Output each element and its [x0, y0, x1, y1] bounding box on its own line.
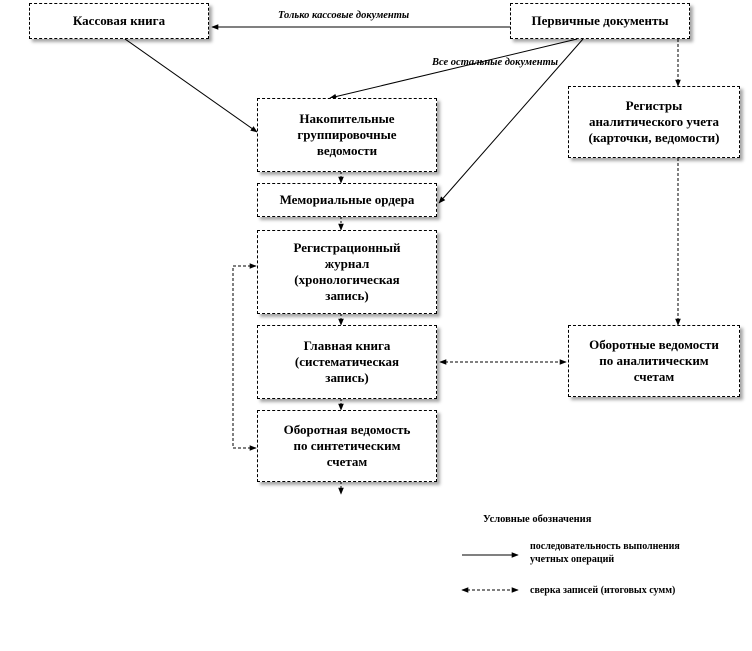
arrow-primary-to-memorial — [438, 38, 584, 204]
arrow-primary-to-cumulative — [329, 38, 578, 100]
reconcile-journal-synthetic — [232, 263, 257, 451]
node-turnover-analytical: Оборотные ведомости по аналитическим сче… — [568, 325, 740, 397]
arrow-cashbook-to-cumulative — [124, 38, 258, 133]
node-cash-book: Кассовая книга — [29, 3, 209, 39]
node-primary-documents: Первичные документы — [510, 3, 690, 39]
node-turnover-synthetic: Оборотная ведомость по синтетическим сче… — [257, 410, 437, 482]
node-general-ledger: Главная книга (систематическая запись) — [257, 325, 437, 399]
edge-label-only-cash: Только кассовые документы — [278, 10, 410, 21]
legend-solid-label: последовательность выполнения учетных оп… — [530, 541, 680, 565]
legend-dotted-label: сверка записей (итоговых сумм) — [530, 585, 676, 596]
node-memorial-orders: Мемориальные ордера — [257, 183, 437, 217]
edge-label-all-other: Все остальные документы — [432, 57, 559, 68]
node-registration-journal: Регистрационный журнал (хронологическая … — [257, 230, 437, 314]
node-cumulative-statements: Накопительные группировочные ведомости — [257, 98, 437, 172]
node-analytical-registers: Регистры аналитического учета (карточки,… — [568, 86, 740, 158]
legend-title: Условные обозначения — [483, 514, 592, 525]
